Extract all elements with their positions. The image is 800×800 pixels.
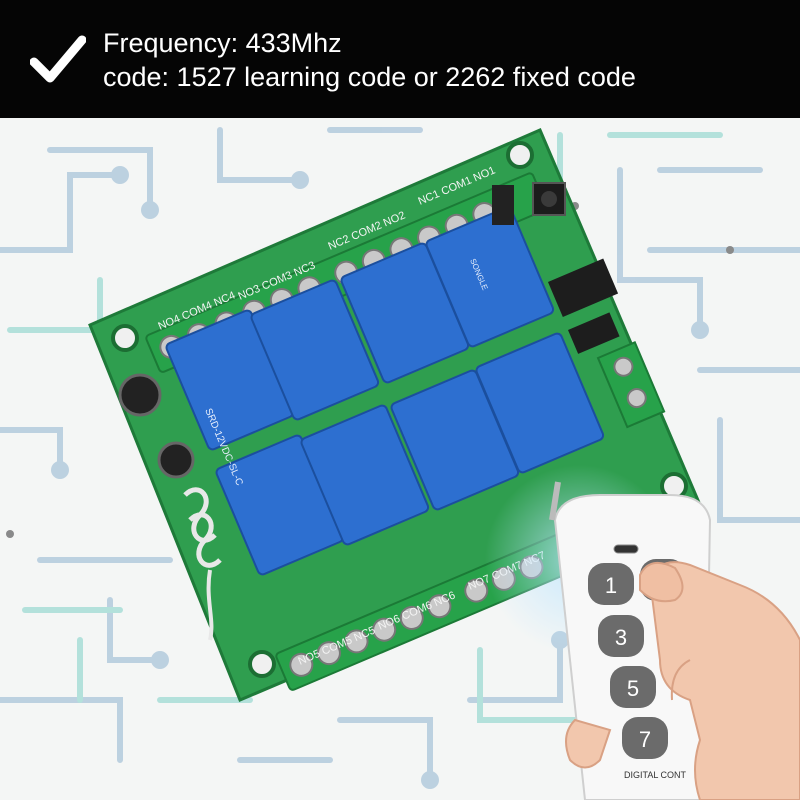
remote-label: DIGITAL CONT <box>624 770 687 780</box>
remote-button-3: 3 <box>615 625 627 650</box>
frequency-text: Frequency: 433Mhz <box>103 28 342 58</box>
checkmark-icon <box>30 35 86 83</box>
code-text: code: 1527 learning code or 2262 fixed c… <box>103 62 636 92</box>
info-banner: Frequency: 433Mhz code: 1527 learning co… <box>0 0 800 118</box>
remote-button-1: 1 <box>605 573 617 598</box>
remote-button-5: 5 <box>627 676 639 701</box>
remote-control: 1 3 5 7 DIGITAL CONT <box>549 481 712 800</box>
hand <box>565 561 800 800</box>
remote-button-7: 7 <box>639 727 651 752</box>
product-photo: NO3 COM3 NC3 NC2 COM2 NO2 NC1 COM1 NO1 N… <box>0 127 800 800</box>
